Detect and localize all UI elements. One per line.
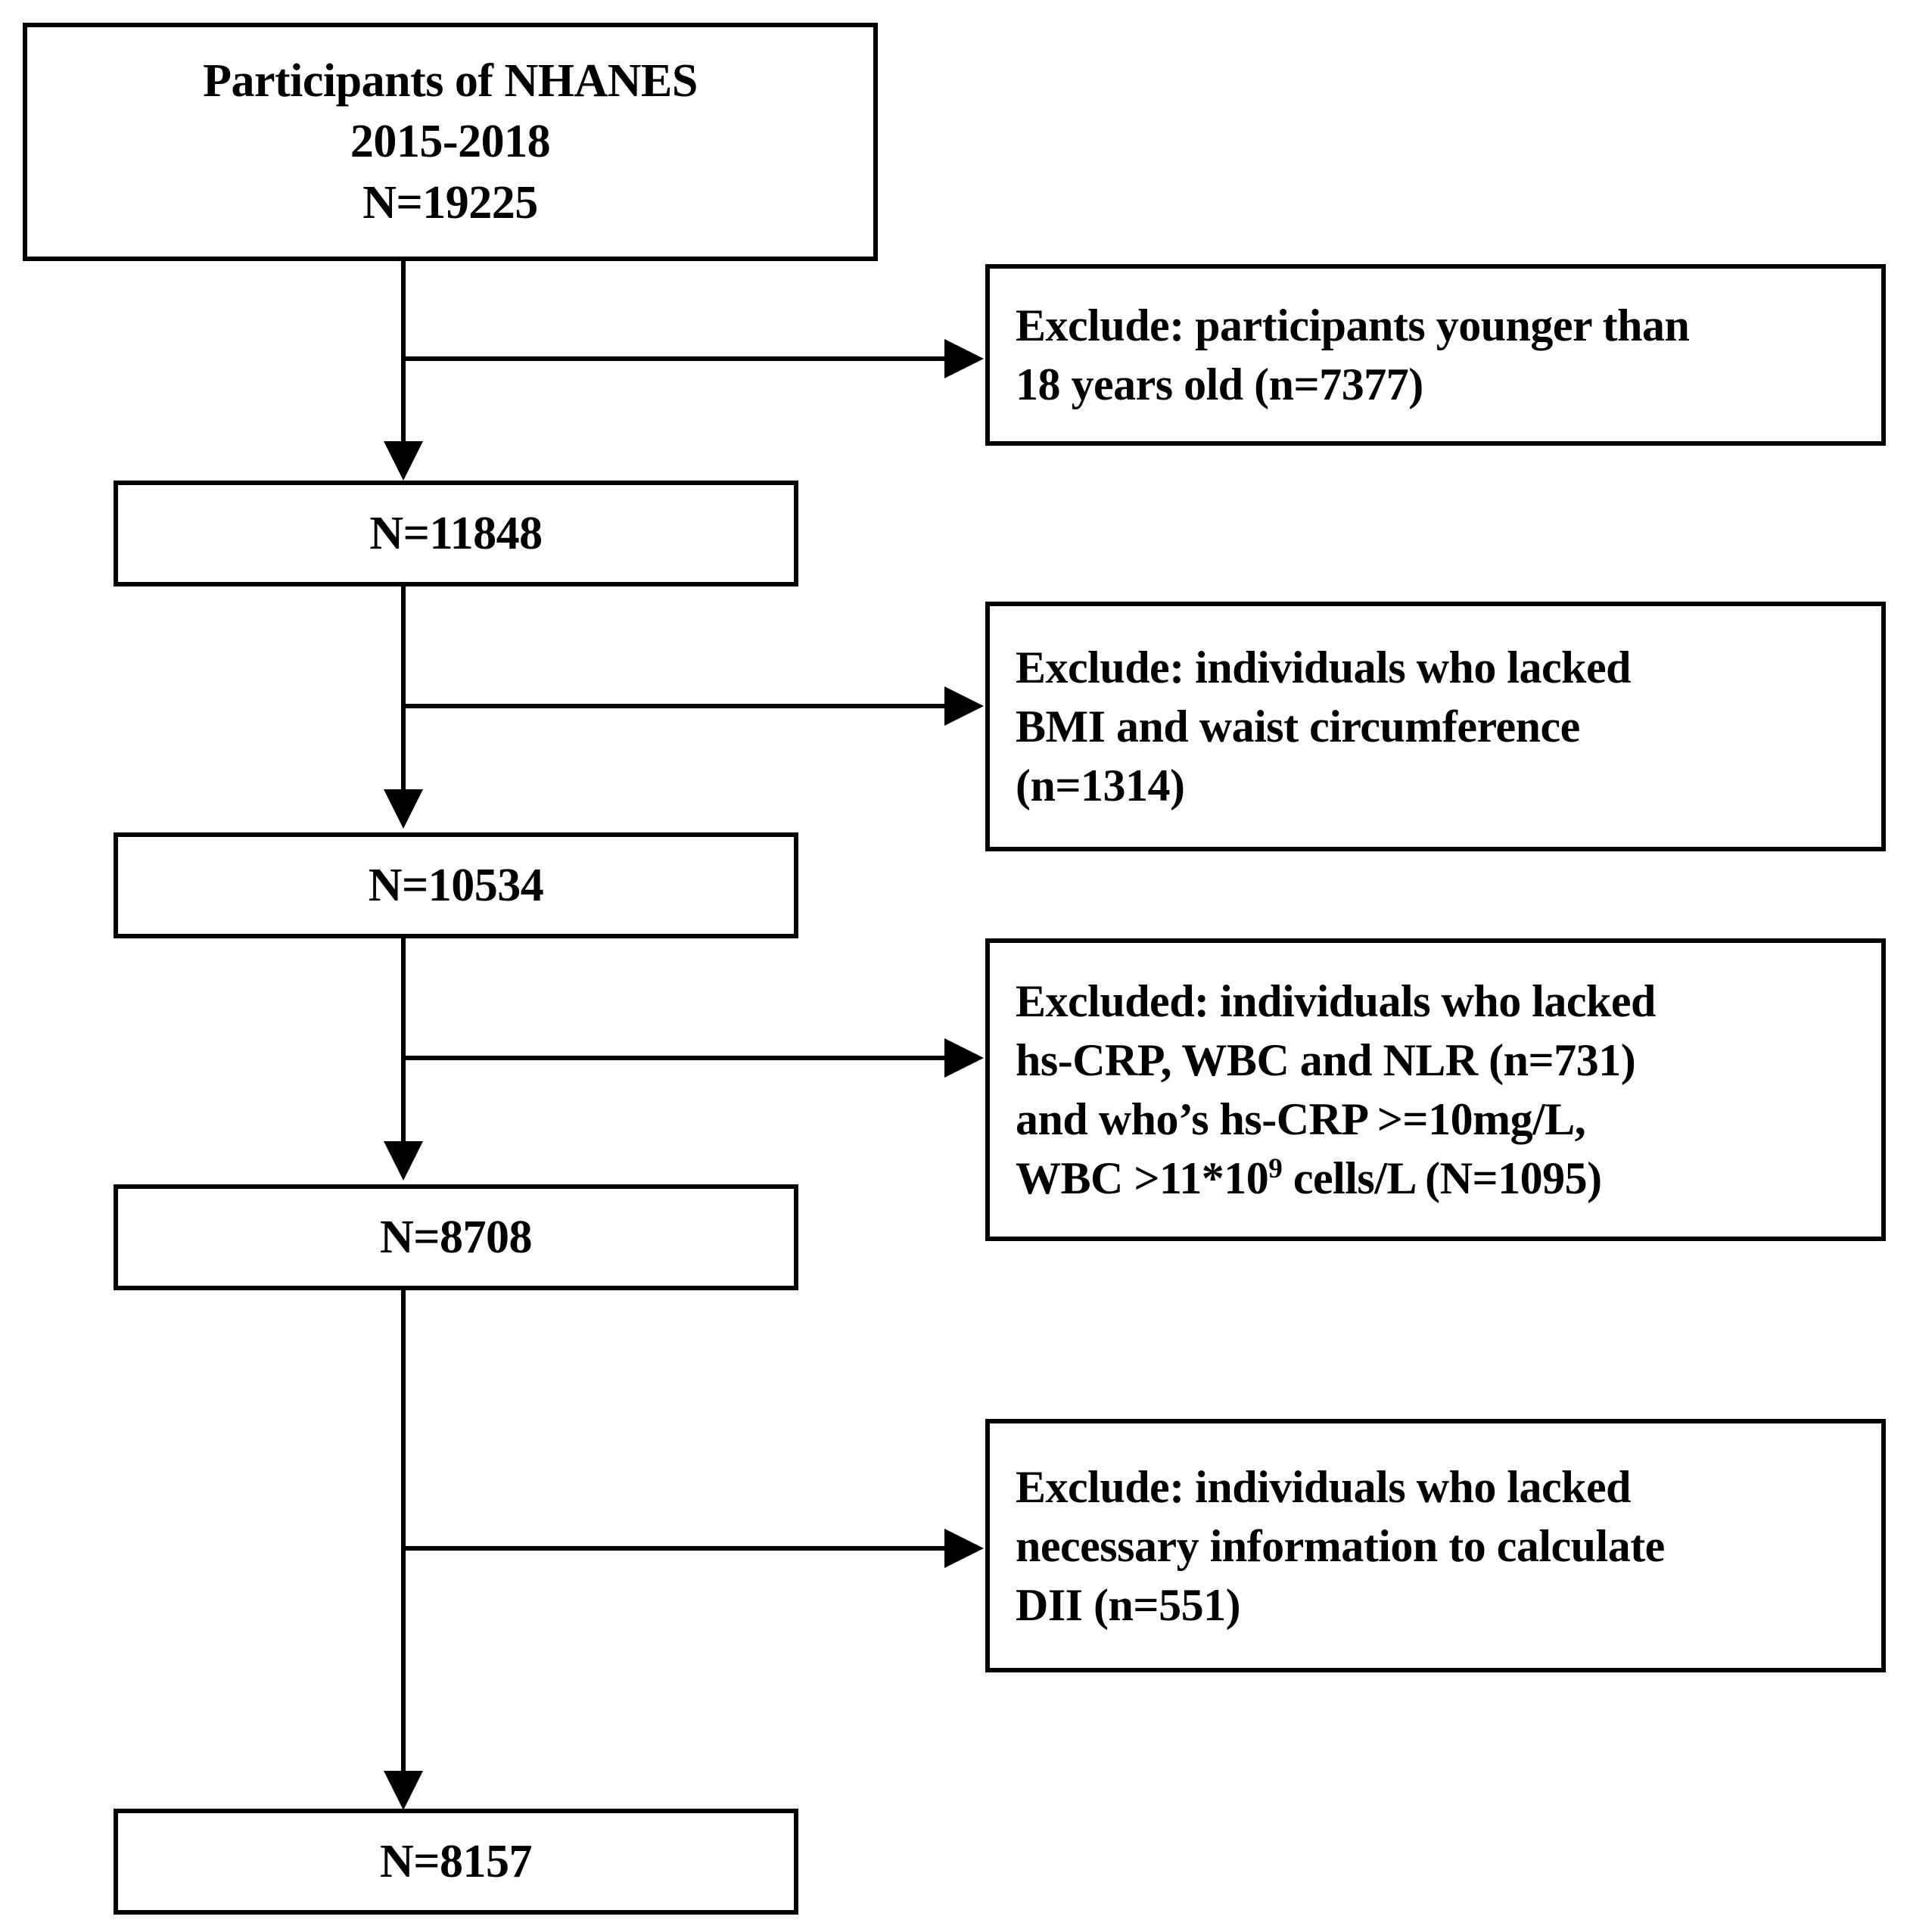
exclude-infl-line-4-after: cells/L (N=1095) [1282, 1153, 1602, 1203]
exclusion-box-exclude-bmi-waist: Exclude: individuals who lacked BMI and … [985, 602, 1886, 851]
exclude-infl-line-4-before: WBC >11*10 [1016, 1153, 1269, 1203]
node-step1-n11848: N=11848 [114, 481, 798, 586]
arrow-right-exclude-dii [944, 1529, 984, 1568]
connector-step1-to-step2 [401, 586, 406, 792]
exclude-bmi-line-2: BMI and waist circumference [1016, 702, 1580, 751]
exclude-dii-line-2: necessary information to calculate [1016, 1520, 1665, 1571]
final-label: N=8157 [379, 1835, 533, 1887]
exclude-infl-line-2: hs-CRP, WBC and NLR (n=731) [1016, 1035, 1636, 1085]
exclusion-box-exclude-inflammation: Excluded: individuals who lacked hs-CRP,… [985, 938, 1886, 1241]
exclude-age-line-1: Exclude: participants younger than [1016, 300, 1690, 350]
step2-label: N=10534 [368, 859, 544, 911]
arrow-down-to-step1 [384, 441, 423, 481]
connector-branch-exclude-inflammation [401, 1056, 946, 1060]
connector-source-to-step1 [401, 261, 406, 446]
connector-branch-exclude-bmi [401, 704, 946, 708]
connector-step3-to-final [401, 1290, 406, 1775]
exclude-infl-line-3: and who’s hs-CRP >=10mg/L, [1016, 1094, 1586, 1144]
node-step2-n10534: N=10534 [114, 832, 798, 938]
step1-label: N=11848 [369, 507, 543, 559]
step3-label: N=8708 [379, 1211, 533, 1263]
exclude-infl-line-1: Excluded: individuals who lacked [1016, 976, 1656, 1026]
arrow-right-exclude-inflammation [944, 1038, 984, 1078]
exclude-dii-line-3: DII (n=551) [1016, 1579, 1241, 1630]
exclusion-box-exclude-dii: Exclude: individuals who lacked necessar… [985, 1419, 1886, 1672]
connector-branch-exclude-age [401, 356, 946, 361]
connector-branch-exclude-dii [401, 1546, 946, 1551]
source-line-3: N=19225 [362, 176, 538, 229]
arrow-right-exclude-bmi [944, 686, 984, 726]
source-line-1: Participants of NHANES [203, 54, 698, 107]
exclude-dii-line-1: Exclude: individuals who lacked [1016, 1461, 1632, 1512]
exclude-age-line-2: 18 years old (n=7377) [1016, 359, 1423, 409]
exclude-bmi-line-3: (n=1314) [1016, 761, 1185, 810]
arrow-down-to-step3 [384, 1141, 423, 1181]
exclude-bmi-line-1: Exclude: individuals who lacked [1016, 642, 1632, 692]
arrow-down-to-final [384, 1771, 423, 1810]
exclusion-box-exclude-age: Exclude: participants younger than 18 ye… [985, 264, 1886, 446]
node-final-n8157: N=8157 [114, 1809, 798, 1915]
arrow-right-exclude-age [944, 339, 984, 378]
node-step3-n8708: N=8708 [114, 1184, 798, 1290]
connector-step2-to-step3 [401, 938, 406, 1144]
source-line-2: 2015-2018 [350, 116, 551, 168]
exclude-infl-line-4-superscript: 9 [1268, 1153, 1283, 1184]
node-source-population: Participants of NHANES 2015-2018 N=19225 [23, 23, 878, 261]
exclude-infl-line-4: WBC >11*109 cells/L (N=1095) [1016, 1149, 1602, 1208]
arrow-down-to-step2 [384, 789, 423, 829]
